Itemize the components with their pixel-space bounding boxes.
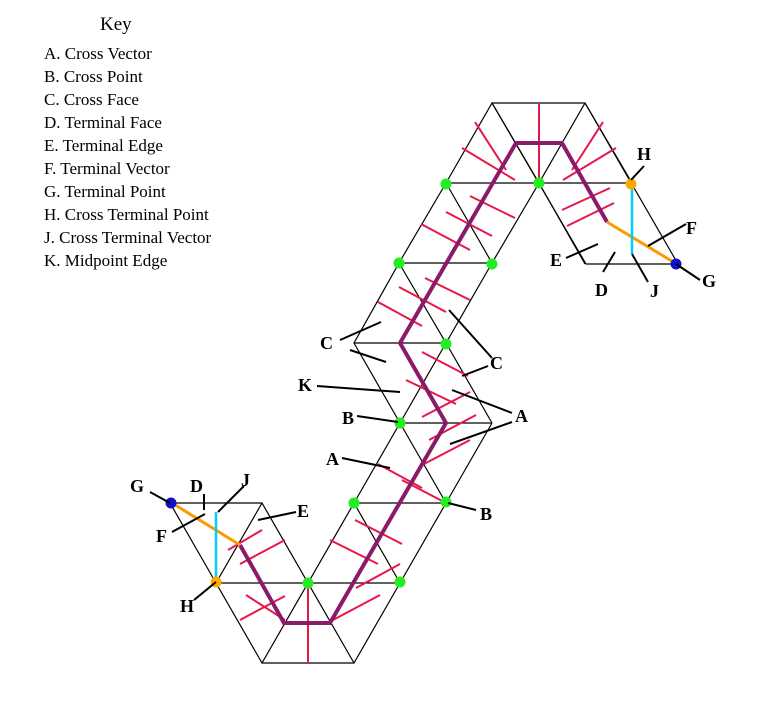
label-d-lower: D [190, 476, 203, 496]
key-item-h: H. Cross Terminal Point [44, 205, 209, 224]
key-item-j: J. Cross Terminal Vector [44, 228, 212, 247]
label-k: K [298, 375, 312, 395]
midpoint-path [238, 141, 609, 625]
key-item-e: E. Terminal Edge [44, 136, 163, 155]
terminal-vector-lower [171, 501, 241, 547]
leader-lines [149, 165, 701, 601]
key-item-g: G. Terminal Point [44, 182, 166, 201]
key-item-d: D. Terminal Face [44, 113, 162, 132]
label-b-right: B [480, 504, 492, 524]
key-item-f: F. Terminal Vector [44, 159, 170, 178]
key-item-a: A. Cross Vector [44, 44, 152, 63]
key-item-c: C. Cross Face [44, 90, 139, 109]
terminal-vector-upper [606, 220, 676, 265]
key-title: Key [100, 14, 132, 35]
label-h-upper: H [637, 144, 651, 164]
cross-terminal-point-upper [625, 178, 637, 190]
point-labels: H F G E D J C C K A B A B G D J E F H [130, 144, 716, 616]
label-g-lower: G [130, 476, 144, 496]
key-list: A. Cross Vector B. Cross Point C. Cross … [44, 42, 211, 272]
label-c-left: C [320, 333, 333, 353]
label-a-right: A [515, 406, 528, 426]
label-a-left: A [326, 449, 339, 469]
label-e-lower: E [297, 501, 309, 521]
label-h-lower: H [180, 596, 194, 616]
label-g-upper: G [702, 271, 716, 291]
label-c-right: C [490, 353, 503, 373]
label-e-upper: E [550, 250, 562, 270]
label-j-upper: J [650, 281, 659, 301]
cross-points [302, 177, 545, 589]
label-d-upper: D [595, 280, 608, 300]
terminal-point-lower [165, 497, 177, 509]
key-item-b: B. Cross Point [44, 67, 143, 86]
key-item-k: K. Midpoint Edge [44, 251, 168, 270]
label-j-lower: J [241, 470, 250, 490]
label-f-upper: F [686, 218, 697, 238]
label-f-lower: F [156, 526, 167, 546]
label-b-left: B [342, 408, 354, 428]
